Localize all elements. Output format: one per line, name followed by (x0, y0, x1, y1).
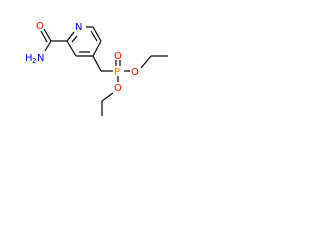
ring-nitrogen-label: N (75, 22, 82, 33)
pyridine-ring (66, 26, 102, 57)
bond-ring-double-n-c2 (71, 35, 78, 43)
bond-carbonyl-n (44, 40, 52, 52)
ethyl-group-right (140, 55, 168, 69)
bond-ring-c5-c6 (92, 26, 102, 42)
ethyl-group-lower (101, 92, 114, 116)
bond-ring-double-c5-c6 (90, 30, 98, 42)
bond-carbonyl-o-double (40, 30, 48, 43)
amide-oxygen-label: O (36, 21, 44, 32)
amine-count-label: 2 (32, 57, 36, 65)
amine-nitrogen-label: N (37, 53, 44, 64)
bond-c4-methylene (92, 55, 102, 72)
molecule-structure: N O H 2 N P O O O (25, 21, 168, 116)
phosphoryl-oxygen-label: O (114, 51, 122, 62)
amine-h-label: H (25, 53, 33, 64)
bond-o-ch2-lower (101, 92, 114, 102)
bond-ring-c2-c3 (66, 40, 77, 57)
bond-carbonyl-o (43, 28, 52, 42)
phosphorus-label: P (114, 67, 120, 78)
bond-o-ch2-right (140, 55, 152, 69)
bond-ring-c4-c5 (92, 40, 102, 57)
bond-ring-n-c2 (66, 31, 75, 42)
ester-oxygen-lower-label: O (114, 83, 122, 94)
phosphonate-group (115, 60, 130, 82)
ester-oxygen-right-label: O (131, 67, 139, 78)
carboxamide-group (40, 28, 67, 52)
